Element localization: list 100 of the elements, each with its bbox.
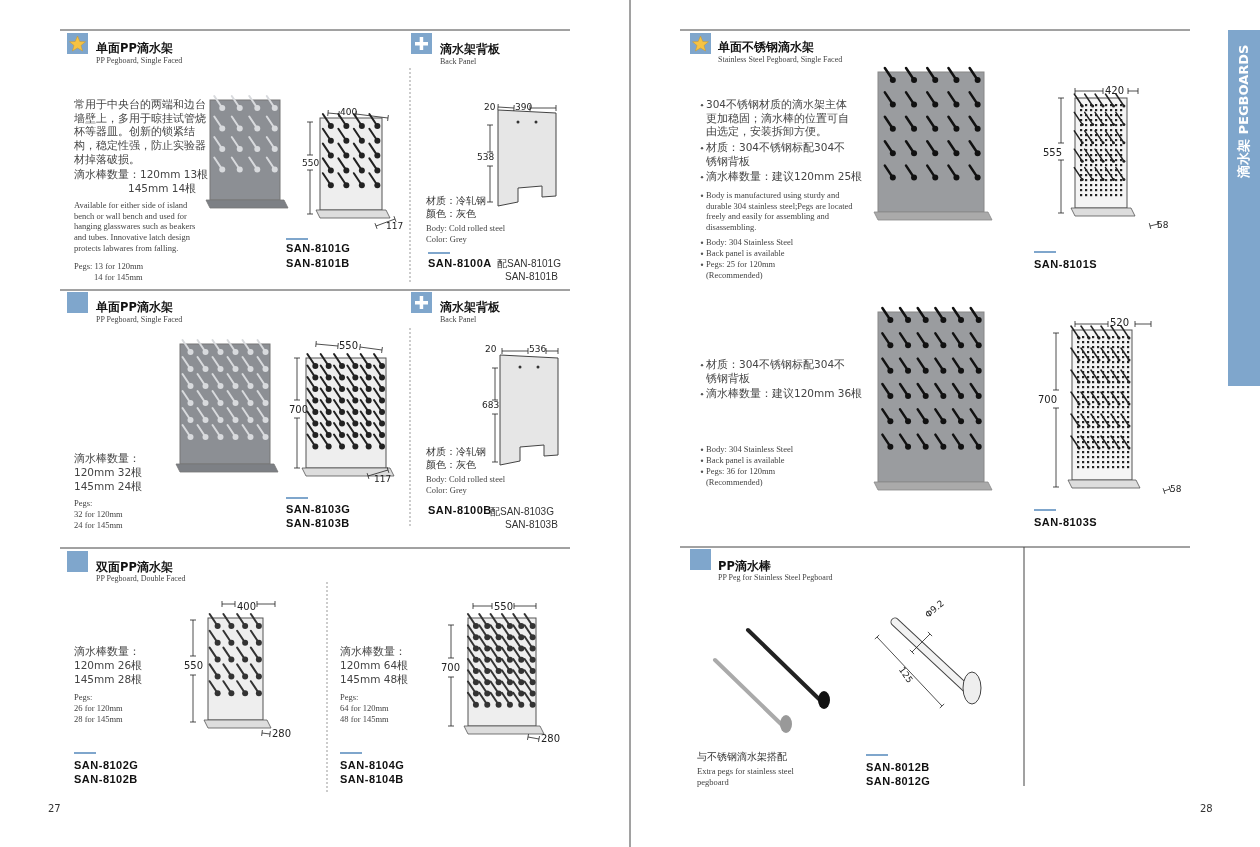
peg-count-text: 120mm 64根 (340, 659, 409, 673)
dimension-label: 280 (541, 732, 561, 745)
bullet-text: 滴水棒数量：建议120mm 36根 (706, 387, 864, 401)
dimension-label: 280 (272, 727, 292, 740)
section-heading: 单面PP滴水架 (96, 41, 173, 56)
material-spec: 材质：冷轧钢 (426, 445, 486, 458)
peg-count-text: 120mm 32根 (74, 466, 143, 480)
material-spec: 颜色：灰色 (426, 207, 476, 220)
dimension-label: 550 (494, 600, 514, 613)
page-number: 28 (1200, 802, 1213, 815)
peg-count-text: 120mm 26根 (74, 659, 143, 673)
peg-count-text: 64 for 120mm (340, 703, 389, 714)
dimension-label: 700 (441, 661, 461, 674)
compatible-model: SAN-8101B (505, 270, 558, 283)
peg-count-text: 24 for 145mm (74, 520, 123, 531)
description-text: 与不锈钢滴水架搭配 (697, 750, 787, 763)
peg-count-text: 28 for 145mm (74, 714, 123, 725)
model-number: SAN-8101G (286, 241, 351, 256)
peg-count-text: Pegs: (74, 692, 93, 703)
peg-count-text: 滴水棒数量： (74, 645, 140, 659)
bullet-text: Body is manufactured using sturdy and durable 304 stainless steel;Pegs are located freely and easily for assembling and disassembling. (706, 190, 854, 233)
section-subtitle: PP Pegboard, Single Faced (96, 56, 183, 67)
description-text: 常用于中央台的两端和边台墙壁上，多用于晾挂试管烧杯等器皿。创新的锁紧结构，稳定性强，防止实验器材掉落破损。 (74, 98, 206, 167)
peg-count-text: 48 for 145mm (340, 714, 389, 725)
bullet-text: Body: 304 Stainless Steel (706, 237, 794, 248)
dimension-label: 550 (184, 659, 204, 672)
model-number: SAN-8012B (866, 760, 930, 775)
bullet-text: Pegs: 25 for 120mm (Recommended) (706, 259, 777, 281)
section-subtitle: Back Panel (440, 315, 477, 326)
dimension-label: 538 (477, 152, 495, 164)
section-heading: 滴水架背板 (440, 300, 500, 315)
material-spec: Body: Cold rolled steel (426, 474, 506, 485)
dimension-label: 550 (302, 158, 320, 170)
dimension-label: 420 (1105, 84, 1125, 97)
dimension-label: 20 (484, 102, 496, 114)
model-number: SAN-8101S (1034, 257, 1098, 272)
model-number: SAN-8104G (340, 758, 405, 773)
compatible-model: SAN-8103B (505, 518, 558, 531)
section-subtitle: Stainless Steel Pegboard, Single Faced (718, 55, 843, 66)
description-text: Extra pegs for stainless steel pegboard (697, 766, 795, 788)
model-number: SAN-8104B (340, 772, 404, 787)
material-spec: 材质：冷轧钢 (426, 194, 486, 207)
compatible-model: 配SAN-8101G (497, 257, 561, 270)
section-subtitle: PP Pegboard, Single Faced (96, 315, 183, 326)
peg-count-text: 14 for 145mm (94, 272, 143, 283)
peg-count-text: 滴水棒数量： (74, 452, 140, 466)
compatible-model: 配SAN-8103G (490, 505, 554, 518)
description-text: Available for either side of island bench or wall bench and used for hanging glasswares such as beakers and tubes. Innovative latch design protects labwares from falling. (74, 200, 197, 254)
section-subtitle: Back Panel (440, 57, 477, 68)
material-spec: Color: Grey (426, 485, 467, 496)
model-number: SAN-8100A (428, 256, 492, 271)
dimension-label: 125 (895, 665, 915, 686)
section-heading: 双面PP滴水架 (96, 560, 173, 575)
dimension-label: 550 (339, 339, 359, 352)
section-subtitle: PP Pegboard, Double Faced (96, 574, 186, 585)
bullet-text: Back panel is available (706, 455, 785, 466)
dimension-label: 520 (1110, 316, 1130, 329)
peg-count-text: Pegs: (340, 692, 359, 703)
peg-count-text: 145mm 48根 (340, 673, 409, 687)
model-number: SAN-8103G (286, 502, 351, 517)
dimension-label: 700 (289, 403, 309, 416)
side-tab-label: 滴水架 PEGBOARDS (1236, 44, 1252, 178)
peg-count-text: 滴水棒数量： (340, 645, 406, 659)
peg-count-text: 145mm 28根 (74, 673, 143, 687)
section-subtitle: PP Peg for Stainless Steel Pegboard (718, 573, 833, 584)
section-heading: 单面PP滴水架 (96, 300, 173, 315)
material-spec: Color: Grey (426, 234, 467, 245)
dimension-label: 555 (1043, 146, 1063, 159)
bullet-text: Pegs: 36 for 120mm (Recommended) (706, 466, 777, 488)
peg-count-text: 32 for 120mm (74, 509, 123, 520)
dimension-label: 390 (515, 102, 533, 114)
dimension-label: 400 (237, 600, 257, 613)
model-number: SAN-8102G (74, 758, 139, 773)
peg-count-text: 145mm 24根 (74, 480, 143, 494)
peg-count-text: 26 for 120mm (74, 703, 123, 714)
dimension-label: 58 (1170, 484, 1182, 496)
page-number: 27 (48, 802, 61, 815)
dimension-label: 58 (1157, 220, 1169, 232)
peg-count-text: Pegs: 13 for 120mm (74, 261, 144, 272)
model-number: SAN-8102B (74, 772, 138, 787)
dimension-label: 700 (1038, 393, 1058, 406)
dimension-label: 536 (529, 344, 547, 356)
peg-count-text: 145mm 14根 (128, 182, 197, 196)
model-number: SAN-8101B (286, 256, 350, 271)
bullet-text: Body: 304 Stainless Steel (706, 444, 794, 455)
dimension-label: 117 (386, 221, 404, 233)
bullet-text: Back panel is available (706, 248, 785, 259)
model-number: SAN-8012G (866, 774, 931, 789)
bullet-text: 304不锈钢材质的滴水架主体更加稳固；滴水棒的位置可自由选定，安装拆卸方便。 (706, 98, 850, 139)
bullet-text: 材质：304不锈钢标配304不锈钢背板 (706, 141, 847, 169)
dimension-label: 20 (485, 344, 497, 356)
model-number: SAN-8103B (286, 516, 350, 531)
section-heading: 单面不锈钢滴水架 (718, 40, 814, 55)
bullet-text: 滴水棒数量：建议120mm 25根 (706, 170, 864, 184)
material-spec: 颜色：灰色 (426, 458, 476, 471)
peg-count-text: 滴水棒数量：120mm 13根 (74, 168, 209, 182)
model-number: SAN-8103S (1034, 515, 1098, 530)
dimension-label: 117 (374, 474, 392, 486)
dimension-label: 400 (340, 107, 358, 119)
peg-count-text: Pegs: (74, 498, 93, 509)
